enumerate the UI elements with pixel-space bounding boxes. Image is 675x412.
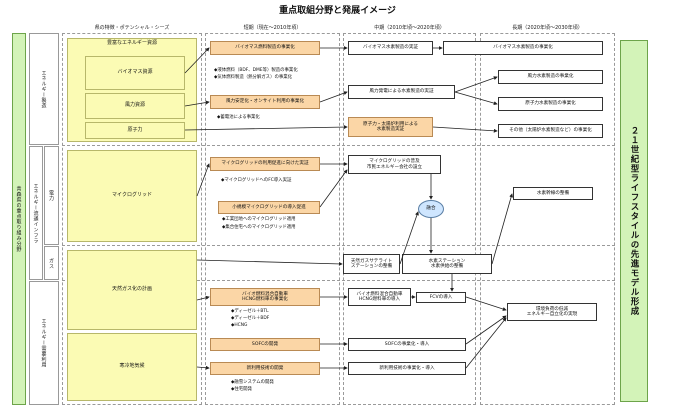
box-nuclear-hydrogen-biz: 原子力水素製造の事業化 xyxy=(498,97,603,111)
arrow-sofc-env xyxy=(465,315,507,345)
arrow-fcv-env xyxy=(465,296,507,311)
bullet-microgrid-1: ◆マイクログリッドへのFC導入実証 xyxy=(221,178,292,183)
section-energy-production-label: エネルギー製造 xyxy=(40,69,47,109)
section-energy-distribution: エネルギー流通インフラ xyxy=(29,146,43,280)
column-mid-frame xyxy=(343,33,476,405)
subsection-gas: ガス xyxy=(44,246,59,280)
seed-cold-region: 寒冷地気候 xyxy=(67,333,197,401)
row-separator-1 xyxy=(62,145,615,146)
column-header-seeds: 県の特徴・ポテンシャル・シーズ xyxy=(94,25,170,31)
column-header-short-term: 短期（現在～2010年頃） xyxy=(243,25,302,31)
subsection-gas-label: ガス xyxy=(48,257,54,269)
box-nuclear-hydrogen-demo: 原子力・太陽炉利用による水素製造実証 xyxy=(348,117,433,137)
bullet-biomass-2: ◆気体燃料製造（熱分解ガス）の事業化 xyxy=(214,75,293,80)
arrow-wind-long-2 xyxy=(454,91,498,106)
column-long-frame xyxy=(480,33,615,405)
bullet-wind-1: ◆蓄電池による事業化 xyxy=(217,115,260,120)
section-energy-use: エネルギー需要利用 xyxy=(29,281,59,405)
box-new-tech: 新利用技術の開発 xyxy=(210,362,320,375)
subsection-power: 電力 xyxy=(44,146,59,245)
bullet-small-1: ◆工業団地へのマイクログリッド適用 xyxy=(222,217,296,222)
page-title: 重点取組分野と発展イメージ xyxy=(279,6,396,16)
box-wind-stable: 風力安定化・オンサイト利用の事業化 xyxy=(210,95,320,109)
box-microgrid-demo: マイクログリッドの利用促進に向けた実証 xyxy=(210,157,320,171)
arrow-satellite-fusion xyxy=(399,211,419,265)
arrow-nuclear-seed xyxy=(184,125,348,131)
arrow-wind-mid xyxy=(319,91,348,103)
box-ng-satellite: 天然ガスサテライトステーションの整備 xyxy=(343,254,400,274)
section-energy-use-label: エネルギー需要利用 xyxy=(40,318,47,368)
bullet-newtech-1: ◆融雪システムの開発 xyxy=(231,380,274,385)
seed-microgrid: マイクログリッド xyxy=(67,150,197,242)
arrow-vehicle-seed xyxy=(196,295,210,301)
column-short-frame xyxy=(205,33,340,405)
box-biomass-hydrogen-demo: バイオマス水素製造の実証 xyxy=(348,41,433,55)
arrow-nuclear-long xyxy=(432,126,498,133)
arrow-gas-seed xyxy=(196,259,343,266)
bullet-small-2: ◆集合住宅へのマイクログリッド適用 xyxy=(222,225,296,230)
fusion-node: 融合 xyxy=(418,200,444,218)
column-header-long-term: 長期（2020年頃～2030年頃） xyxy=(512,25,583,31)
box-biomass-fuel: バイオマス燃料製造の事業化 xyxy=(210,41,320,55)
seed-natural-gas: 天然ガス化の計画 xyxy=(67,250,197,330)
box-new-tech-commercial: 新利用技術の事業化・導入 xyxy=(348,362,466,375)
bullet-vehicle-2: ◆ディーゼル＋BDF xyxy=(231,316,270,321)
section-energy-distribution-label: エネルギー流通インフラ xyxy=(32,182,39,244)
arrow-newtech-env xyxy=(465,317,507,369)
box-small-microgrid: 小規模マイクログリッドの導入促進 xyxy=(218,201,320,214)
subsection-power-label: 電力 xyxy=(48,190,54,201)
seed-biomass: バイオマス資源 xyxy=(85,56,185,90)
box-biomass-hydrogen-biz: バイオマス水素製造の事業化 xyxy=(443,41,603,55)
bullet-biomass-1: ◆液体燃料（BDF、DME等）製造の事業化 xyxy=(214,68,298,73)
vision-box: ２１世紀型ライフスタイルの先進モデル形成 xyxy=(620,40,648,402)
bullet-vehicle-1: ◆ディーゼル＋BTL xyxy=(231,309,269,314)
left-category-box: 青森県の重点取り組み分野 xyxy=(12,33,26,405)
arrow-microgrid-seed xyxy=(196,163,210,197)
box-microgrid-spread: マイクログリッドの普及市民エネルギー会社の設立 xyxy=(348,155,441,174)
vision-label: ２１世紀型ライフスタイルの先進モデル形成 xyxy=(629,126,639,316)
arrow-wind-long-1 xyxy=(454,76,498,93)
box-hydrogen-pipeline: 水素幹線の整備 xyxy=(513,187,593,200)
seed-wind: 風力資源 xyxy=(85,93,185,119)
section-energy-production: エネルギー製造 xyxy=(29,33,59,145)
box-other-hydrogen-biz: その他（太陽炉水素製造など）の事業化 xyxy=(498,124,603,138)
row-separator-2 xyxy=(62,245,615,246)
bullet-newtech-2: ◆住宅開発 xyxy=(231,387,252,392)
arrow-biomass-seed xyxy=(184,47,210,74)
box-sofc-commercial: SOFCの事業化・導入 xyxy=(348,338,466,351)
box-wind-hydrogen-biz: 風力水素製造の事業化 xyxy=(498,70,603,84)
column-seeds-frame xyxy=(62,33,202,405)
left-category-label: 青森県の重点取り組み分野 xyxy=(15,186,22,252)
arrow-station-pipeline xyxy=(491,193,514,265)
seed-nuclear: 原子力 xyxy=(85,122,185,139)
arrow-wind-seed xyxy=(184,100,210,107)
row-separator-3 xyxy=(62,280,615,281)
box-fcv: FCVの導入 xyxy=(416,292,466,303)
arrow-small-mid xyxy=(319,169,348,208)
bullet-vehicle-3: ◆HCNG xyxy=(231,323,248,328)
arrow-cold-seed xyxy=(196,365,210,370)
box-wind-hydrogen-demo: 風力発電による水素製造の実証 xyxy=(348,85,455,99)
column-header-mid-term: 中期（2010年頃～2020年頃） xyxy=(374,25,445,31)
seed-energy-resources-header: 豊富なエネルギー資源 xyxy=(106,40,157,46)
box-h2-station: 水素ステーション水素供給の整備 xyxy=(402,254,492,274)
box-sofc: SOFCの開発 xyxy=(210,338,320,351)
box-environment: 環境負荷の低減エネルギー自立化の実現 xyxy=(507,303,597,321)
